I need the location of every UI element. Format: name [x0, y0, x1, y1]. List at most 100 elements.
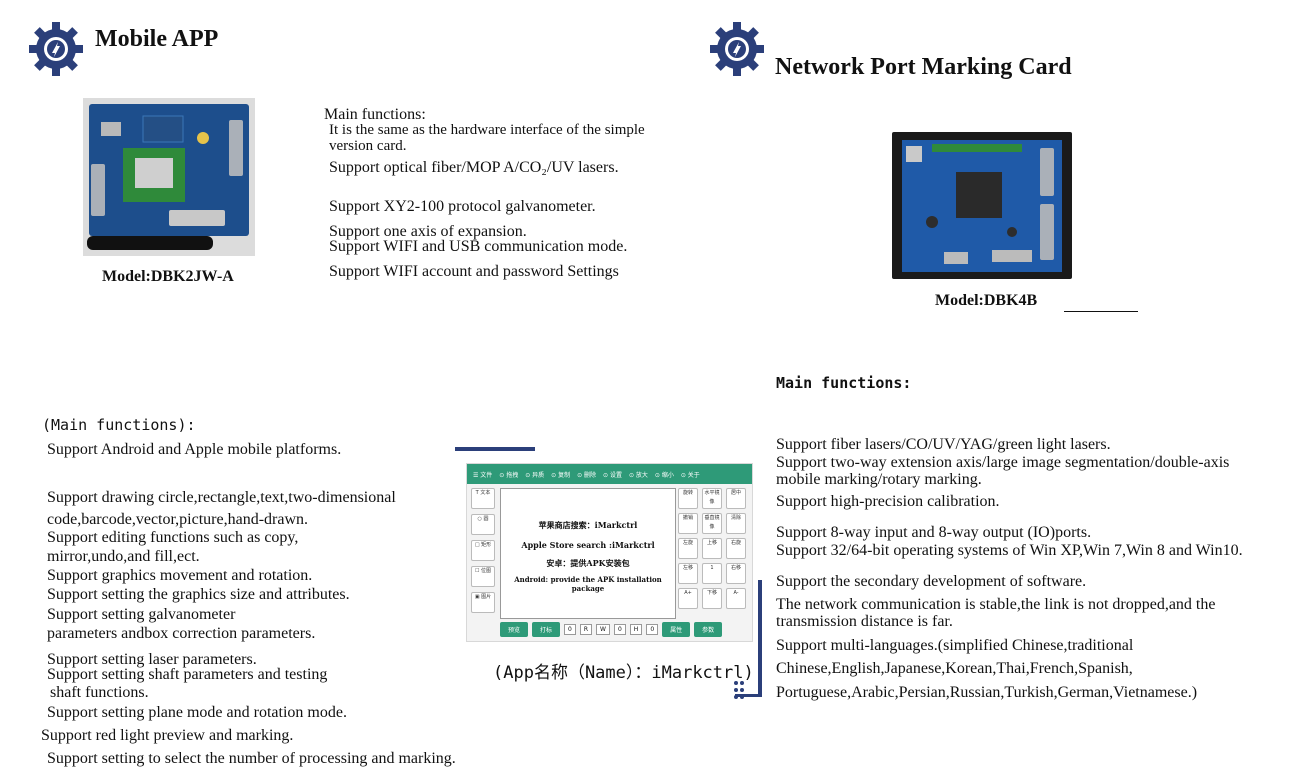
- function-line: Support WIFI account and password Settin…: [329, 263, 619, 280]
- function-line: version card.: [329, 138, 407, 154]
- app-name-caption: (App名称（Name）：iMarkctrl): [493, 663, 754, 683]
- action-button[interactable]: 旋转: [678, 488, 698, 509]
- h-label: H: [629, 624, 643, 635]
- function-line: Support setting plane mode and rotation …: [47, 704, 347, 721]
- action-button[interactable]: 1: [702, 563, 722, 584]
- action-button[interactable]: 下移: [702, 588, 722, 609]
- dbk2jw-a-board-image: [83, 98, 255, 256]
- function-line: The network communication is stable,the …: [776, 596, 1216, 613]
- menu-item[interactable]: ⊙ 复制: [551, 471, 571, 479]
- function-line: Support graphics movement and rotation.: [47, 567, 313, 584]
- accent-bar: [758, 580, 762, 695]
- function-line: Support setting galvanometer: [47, 606, 236, 623]
- function-line: Support optical fiber/MOP A/CO₂/UV laser…: [329, 159, 619, 176]
- canvas-text: 安卓：提供APK安装包: [546, 558, 630, 568]
- dbk4b-board-image: [892, 132, 1072, 279]
- accent-bar: [455, 447, 535, 451]
- app-menu-bar: ☰ 文件 ⊙ 拖拽 ⊙ 异质 ⊙ 复制 ⊙ 删除 ⊙ 设置 ⊙ 放大 ⊙ 缩小 …: [467, 464, 752, 484]
- function-line: mobile marking/rotary marking.: [776, 471, 982, 488]
- imarkctrl-app-mockup: ☰ 文件 ⊙ 拖拽 ⊙ 异质 ⊙ 复制 ⊙ 删除 ⊙ 设置 ⊙ 放大 ⊙ 缩小 …: [466, 463, 753, 642]
- underline-divider: [1064, 311, 1138, 312]
- function-line: Support editing functions such as copy,: [47, 529, 299, 546]
- action-button[interactable]: 左移: [678, 563, 698, 584]
- canvas-text: 苹果商店搜索：iMarkctrl: [538, 520, 638, 530]
- action-button[interactable]: 垂直镜像: [702, 513, 722, 534]
- tool-button[interactable]: ○ 圆: [471, 514, 495, 535]
- parameters-button[interactable]: 参数: [694, 622, 723, 637]
- function-line: transmission distance is far.: [776, 613, 953, 630]
- action-button[interactable]: 撤销: [678, 513, 698, 534]
- menu-item[interactable]: ⊙ 缩小: [654, 471, 674, 479]
- r-input[interactable]: R: [579, 624, 593, 635]
- function-line: Support one axis of expansion.: [329, 223, 527, 240]
- action-button[interactable]: 右移: [726, 563, 746, 584]
- function-line: Support drawing circle,rectangle,text,tw…: [47, 489, 396, 506]
- function-line: Support setting shaft parameters and tes…: [47, 666, 328, 683]
- function-line: Portuguese,Arabic,Persian,Russian,Turkis…: [776, 684, 1198, 701]
- function-line: Support 32/64-bit operating systems of W…: [776, 542, 1243, 559]
- gear-icon: [710, 22, 764, 76]
- action-button[interactable]: A-: [726, 588, 746, 609]
- function-line: Support fiber lasers/CO/UV/YAG/green lig…: [776, 436, 1111, 453]
- w-input[interactable]: 0: [613, 624, 626, 635]
- mark-button[interactable]: 打标: [532, 622, 561, 637]
- function-line: Support setting the graphics size and at…: [47, 586, 350, 603]
- function-line: Support Android and Apple mobile platfor…: [47, 441, 342, 458]
- function-line: mirror,undo,and fill,ect.: [47, 548, 200, 565]
- tool-button[interactable]: □ 矩形: [471, 540, 495, 561]
- tool-button[interactable]: ▣ 图片: [471, 592, 495, 613]
- menu-item[interactable]: ☰ 文件: [473, 471, 493, 479]
- function-line: code,barcode,vector,picture,hand-drawn.: [47, 511, 309, 528]
- action-button[interactable]: A+: [678, 588, 698, 609]
- function-line: parameters andbox correction parameters.: [47, 625, 316, 642]
- function-line: Support 8-way input and 8-way output (IO…: [776, 524, 1092, 541]
- menu-item[interactable]: ⊙ 关于: [680, 471, 700, 479]
- function-line: Support multi-languages.(simplified Chin…: [776, 637, 1134, 654]
- action-button[interactable]: 居中: [726, 488, 746, 509]
- attributes-button[interactable]: 属性: [662, 622, 691, 637]
- menu-item[interactable]: ⊙ 放大: [628, 471, 648, 479]
- x-input[interactable]: 0: [564, 624, 576, 635]
- function-line: Support WIFI and USB communication mode.: [329, 238, 628, 255]
- app-canvas[interactable]: 苹果商店搜索：iMarkctrl Apple Store search :iMa…: [500, 488, 676, 619]
- preview-button[interactable]: 预览: [500, 622, 529, 637]
- gear-icon: [29, 22, 83, 76]
- menu-item[interactable]: ⊙ 设置: [603, 471, 622, 479]
- main-functions-label: Main functions:: [776, 374, 912, 392]
- accent-bar: [735, 694, 762, 697]
- menu-item[interactable]: ⊙ 异质: [525, 471, 545, 479]
- function-line: Support setting laser parameters.: [47, 651, 257, 668]
- menu-item[interactable]: ⊙ 删除: [577, 471, 597, 479]
- model-label-dbk2jw-a: Model:DBK2JW-A: [102, 268, 234, 285]
- action-button[interactable]: 右旋: [726, 538, 746, 559]
- main-functions-label: (Main functions):: [42, 416, 196, 434]
- function-line: Support XY2-100 protocol galvanometer.: [329, 198, 596, 215]
- function-line: Chinese,English,Japanese,Korean,Thai,Fre…: [776, 660, 1133, 677]
- function-line: Support red light preview and marking.: [41, 727, 294, 744]
- page-title-mobile-app: Mobile APP: [95, 26, 219, 52]
- drag-handle-icon: [734, 681, 744, 699]
- action-button[interactable]: 上移: [702, 538, 722, 559]
- function-line: It is the same as the hardware interface…: [329, 122, 645, 138]
- h-input[interactable]: 0: [646, 624, 659, 635]
- function-line: Support setting to select the number of …: [47, 750, 456, 767]
- function-line: shaft functions.: [50, 684, 149, 701]
- tool-button[interactable]: ☐ 位图: [471, 566, 495, 587]
- action-button[interactable]: 清除: [726, 513, 746, 534]
- w-label: W: [596, 624, 610, 635]
- page-title-network-card: Network Port Marking Card: [775, 54, 1072, 80]
- canvas-text: Android: provide the APK installation pa…: [514, 575, 662, 593]
- model-label-dbk4b: Model:DBK4B: [935, 292, 1038, 309]
- app-bottom-bar: 预览 打标 0 R W 0 H 0 属性 参数: [500, 622, 723, 637]
- app-tool-column: T 文本 ○ 圆 □ 矩形 ☐ 位图 ▣ 图片: [471, 488, 497, 618]
- function-line: Support high-precision calibration.: [776, 493, 1000, 510]
- main-functions-label: Main functions:: [324, 106, 426, 123]
- app-action-grid: 旋转 水平镜像 居中 撤销 垂直镜像 清除 左旋 上移 右旋 左移 1 右移 A…: [678, 488, 750, 609]
- canvas-text: Apple Store search :iMarkctrl: [521, 540, 655, 550]
- function-line: Support two-way extension axis/large ima…: [776, 454, 1230, 471]
- function-line: Support the secondary development of sof…: [776, 573, 1087, 590]
- menu-item[interactable]: ⊙ 拖拽: [499, 471, 519, 479]
- action-button[interactable]: 左旋: [678, 538, 698, 559]
- tool-button[interactable]: T 文本: [471, 488, 495, 509]
- action-button[interactable]: 水平镜像: [702, 488, 722, 509]
